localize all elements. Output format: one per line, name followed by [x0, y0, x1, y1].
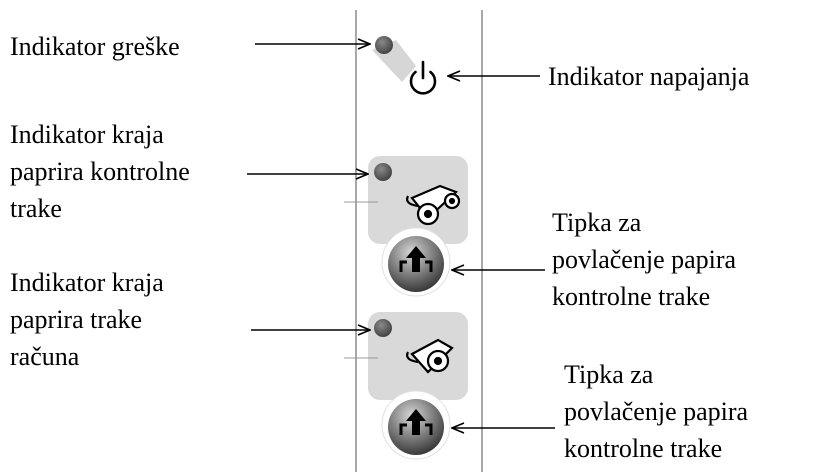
receipt-tape-feed-button[interactable]: [381, 390, 451, 460]
receipt-tape-segment: [344, 312, 468, 460]
receipt-tape-end-indicator-label: Indikator kraja paprira trake računa: [10, 268, 164, 371]
paper-feed-icon: [399, 246, 433, 272]
control-tape-segment: [344, 156, 468, 297]
control-tape-end-indicator-label: Indikator kraja paprira kontrolne trake: [10, 120, 190, 223]
receipt-tape-end-led-icon: [374, 319, 392, 337]
receipt-tape-feed-button-label: Tipka za povlačenje papira kontrolne tra…: [564, 360, 749, 463]
power-indicator-label: Indikator napajanja: [548, 62, 750, 91]
paper-feed-icon: [399, 409, 433, 435]
paper-roll-icon: [406, 338, 454, 374]
top-segment: [372, 36, 437, 95]
paper-roll-icon: [406, 184, 461, 226]
control-tape-end-led-icon: [374, 163, 392, 181]
control-tape-feed-button[interactable]: [381, 227, 451, 297]
error-indicator-label: Indikator greške: [10, 32, 180, 61]
error-led-icon: [375, 36, 393, 54]
control-tape-feed-button-label: Tipka za povlačenje papira kontrolne tra…: [552, 208, 737, 311]
power-icon: [409, 60, 437, 95]
